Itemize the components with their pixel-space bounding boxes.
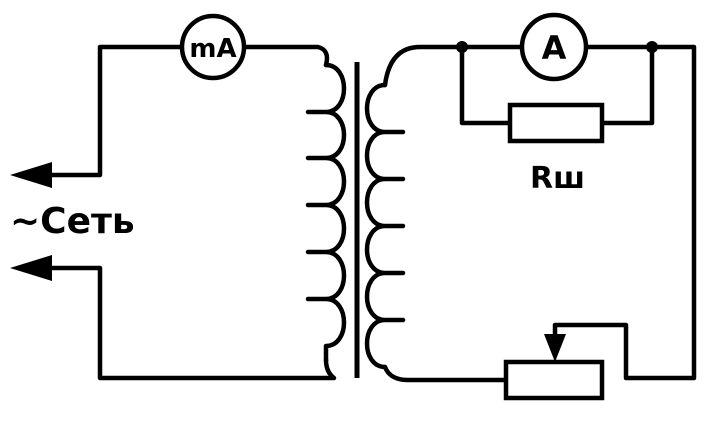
secondary-wire-bottom — [382, 364, 509, 383]
primary-circuit: mA — [10, 13, 347, 381]
secondary-winding — [364, 82, 406, 370]
rheostat-slider-arrow — [544, 334, 566, 362]
junction-dot-left — [456, 41, 468, 53]
mains-label: ~Сеть — [10, 201, 135, 242]
shunt-resistor — [507, 102, 605, 144]
input-arrow-top — [10, 162, 52, 188]
secondary-circuit: A Rш — [364, 12, 697, 401]
milliammeter: mA — [179, 13, 247, 81]
ammeter: A — [519, 12, 589, 82]
shunt-label: Rш — [530, 161, 585, 196]
input-arrow-bottom — [10, 255, 52, 281]
secondary-wire-top — [382, 44, 697, 381]
ammeter-label: A — [542, 29, 567, 67]
primary-wire-top — [19, 44, 330, 178]
junction-dot-right — [646, 41, 658, 53]
milliammeter-label: mA — [189, 34, 236, 64]
shunt-branch — [459, 44, 655, 126]
variable-resistor — [503, 359, 605, 401]
primary-wire-bottom — [19, 265, 337, 381]
primary-winding — [305, 62, 347, 363]
